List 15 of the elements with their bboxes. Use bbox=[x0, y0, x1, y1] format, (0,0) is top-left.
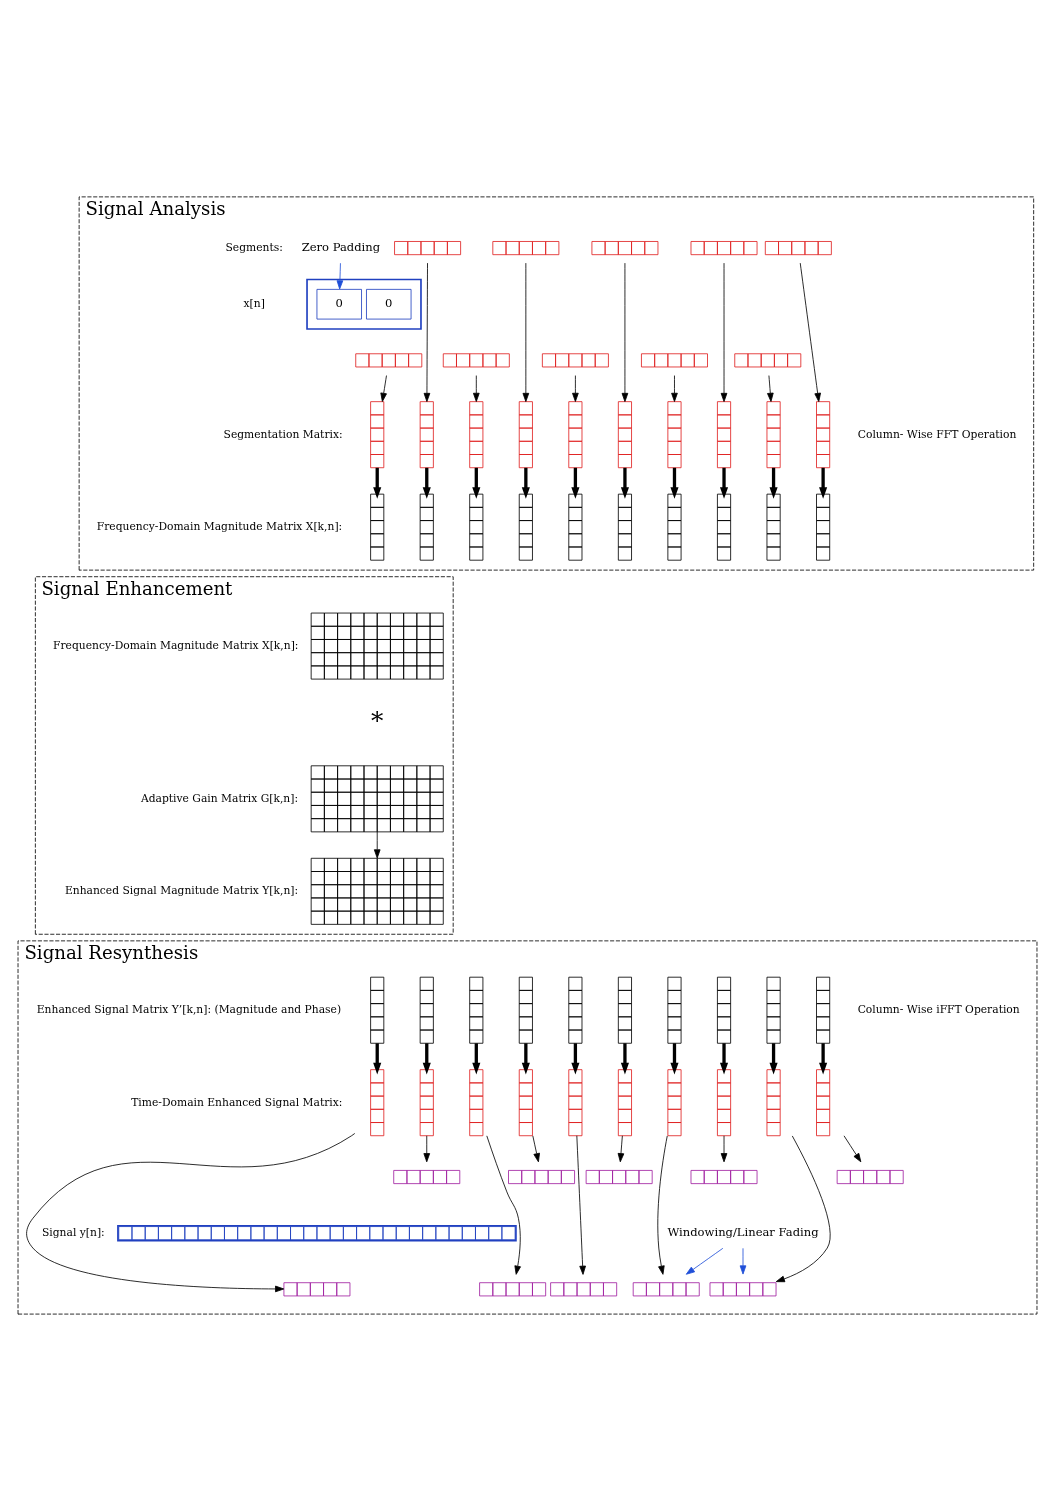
label: Adaptive Gain Matrix G[k,n]: bbox=[140, 791, 299, 805]
label: Column- Wise iFFT Operation bbox=[857, 1002, 1020, 1016]
label: Segments: bbox=[225, 240, 283, 254]
node-text: Windowing/Linear Fading bbox=[667, 1224, 819, 1239]
label: Signal y[n]: bbox=[42, 1225, 105, 1239]
label: Frequency-Domain Magnitude Matrix X[k,n]: bbox=[96, 519, 343, 533]
label: Frequency-Domain Magnitude Matrix X[k,n]: bbox=[53, 638, 299, 652]
label: Enhanced Signal Matrix Y’[k,n]: (Magnitude and Phase) bbox=[36, 1002, 342, 1016]
label: Column- Wise FFT Operation bbox=[857, 427, 1017, 440]
label: * bbox=[371, 705, 384, 735]
label: Enhanced Signal Magnitude Matrix Y[k,n]: bbox=[64, 883, 299, 897]
node-text: Zero Padding bbox=[301, 239, 381, 254]
label: Time-Domain Enhanced Signal Matrix: bbox=[131, 1095, 343, 1109]
label: x[n] bbox=[243, 296, 265, 310]
label: Segmentation Matrix: bbox=[223, 427, 343, 440]
